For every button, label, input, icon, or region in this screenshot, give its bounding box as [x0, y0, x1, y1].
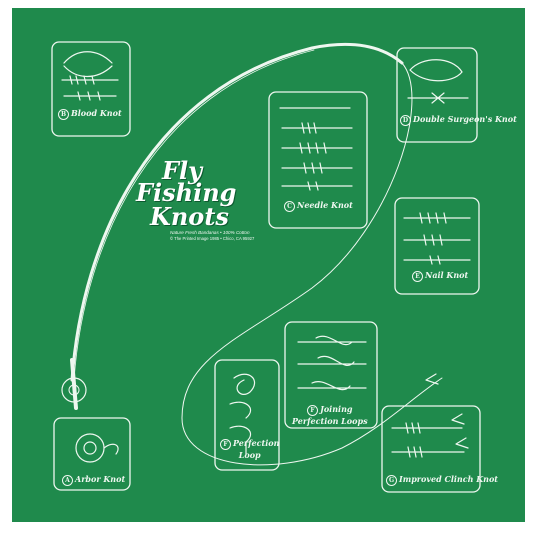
perfection-loop-box: [214, 359, 280, 471]
credit-line-1: Nature Fresh Bandanas • 100% Cotton: [170, 230, 250, 235]
credit-line-2: © The Printed Image 1985 • Chico, CA 959…: [170, 236, 255, 241]
blood-knot-box: [51, 41, 131, 137]
fly-rod: [70, 42, 404, 382]
knot-illustration: [51, 41, 481, 493]
improved-clinch-knot-box: [381, 405, 481, 493]
title-line-2: Fishing: [136, 178, 237, 207]
joining-perfection-loops-box: [284, 321, 378, 429]
arbor-knot-box: [53, 417, 131, 491]
nail-knot-box: [394, 197, 480, 295]
double-surgeons-knot-box: [396, 47, 478, 143]
fly-line: [181, 62, 443, 466]
bandana: Fly Fishing Knots Nature Fresh Bandanas …: [12, 8, 525, 522]
needle-knot-box: [268, 91, 368, 229]
title-line-1: Fly: [162, 156, 203, 185]
title-line-3: Knots: [150, 202, 229, 231]
